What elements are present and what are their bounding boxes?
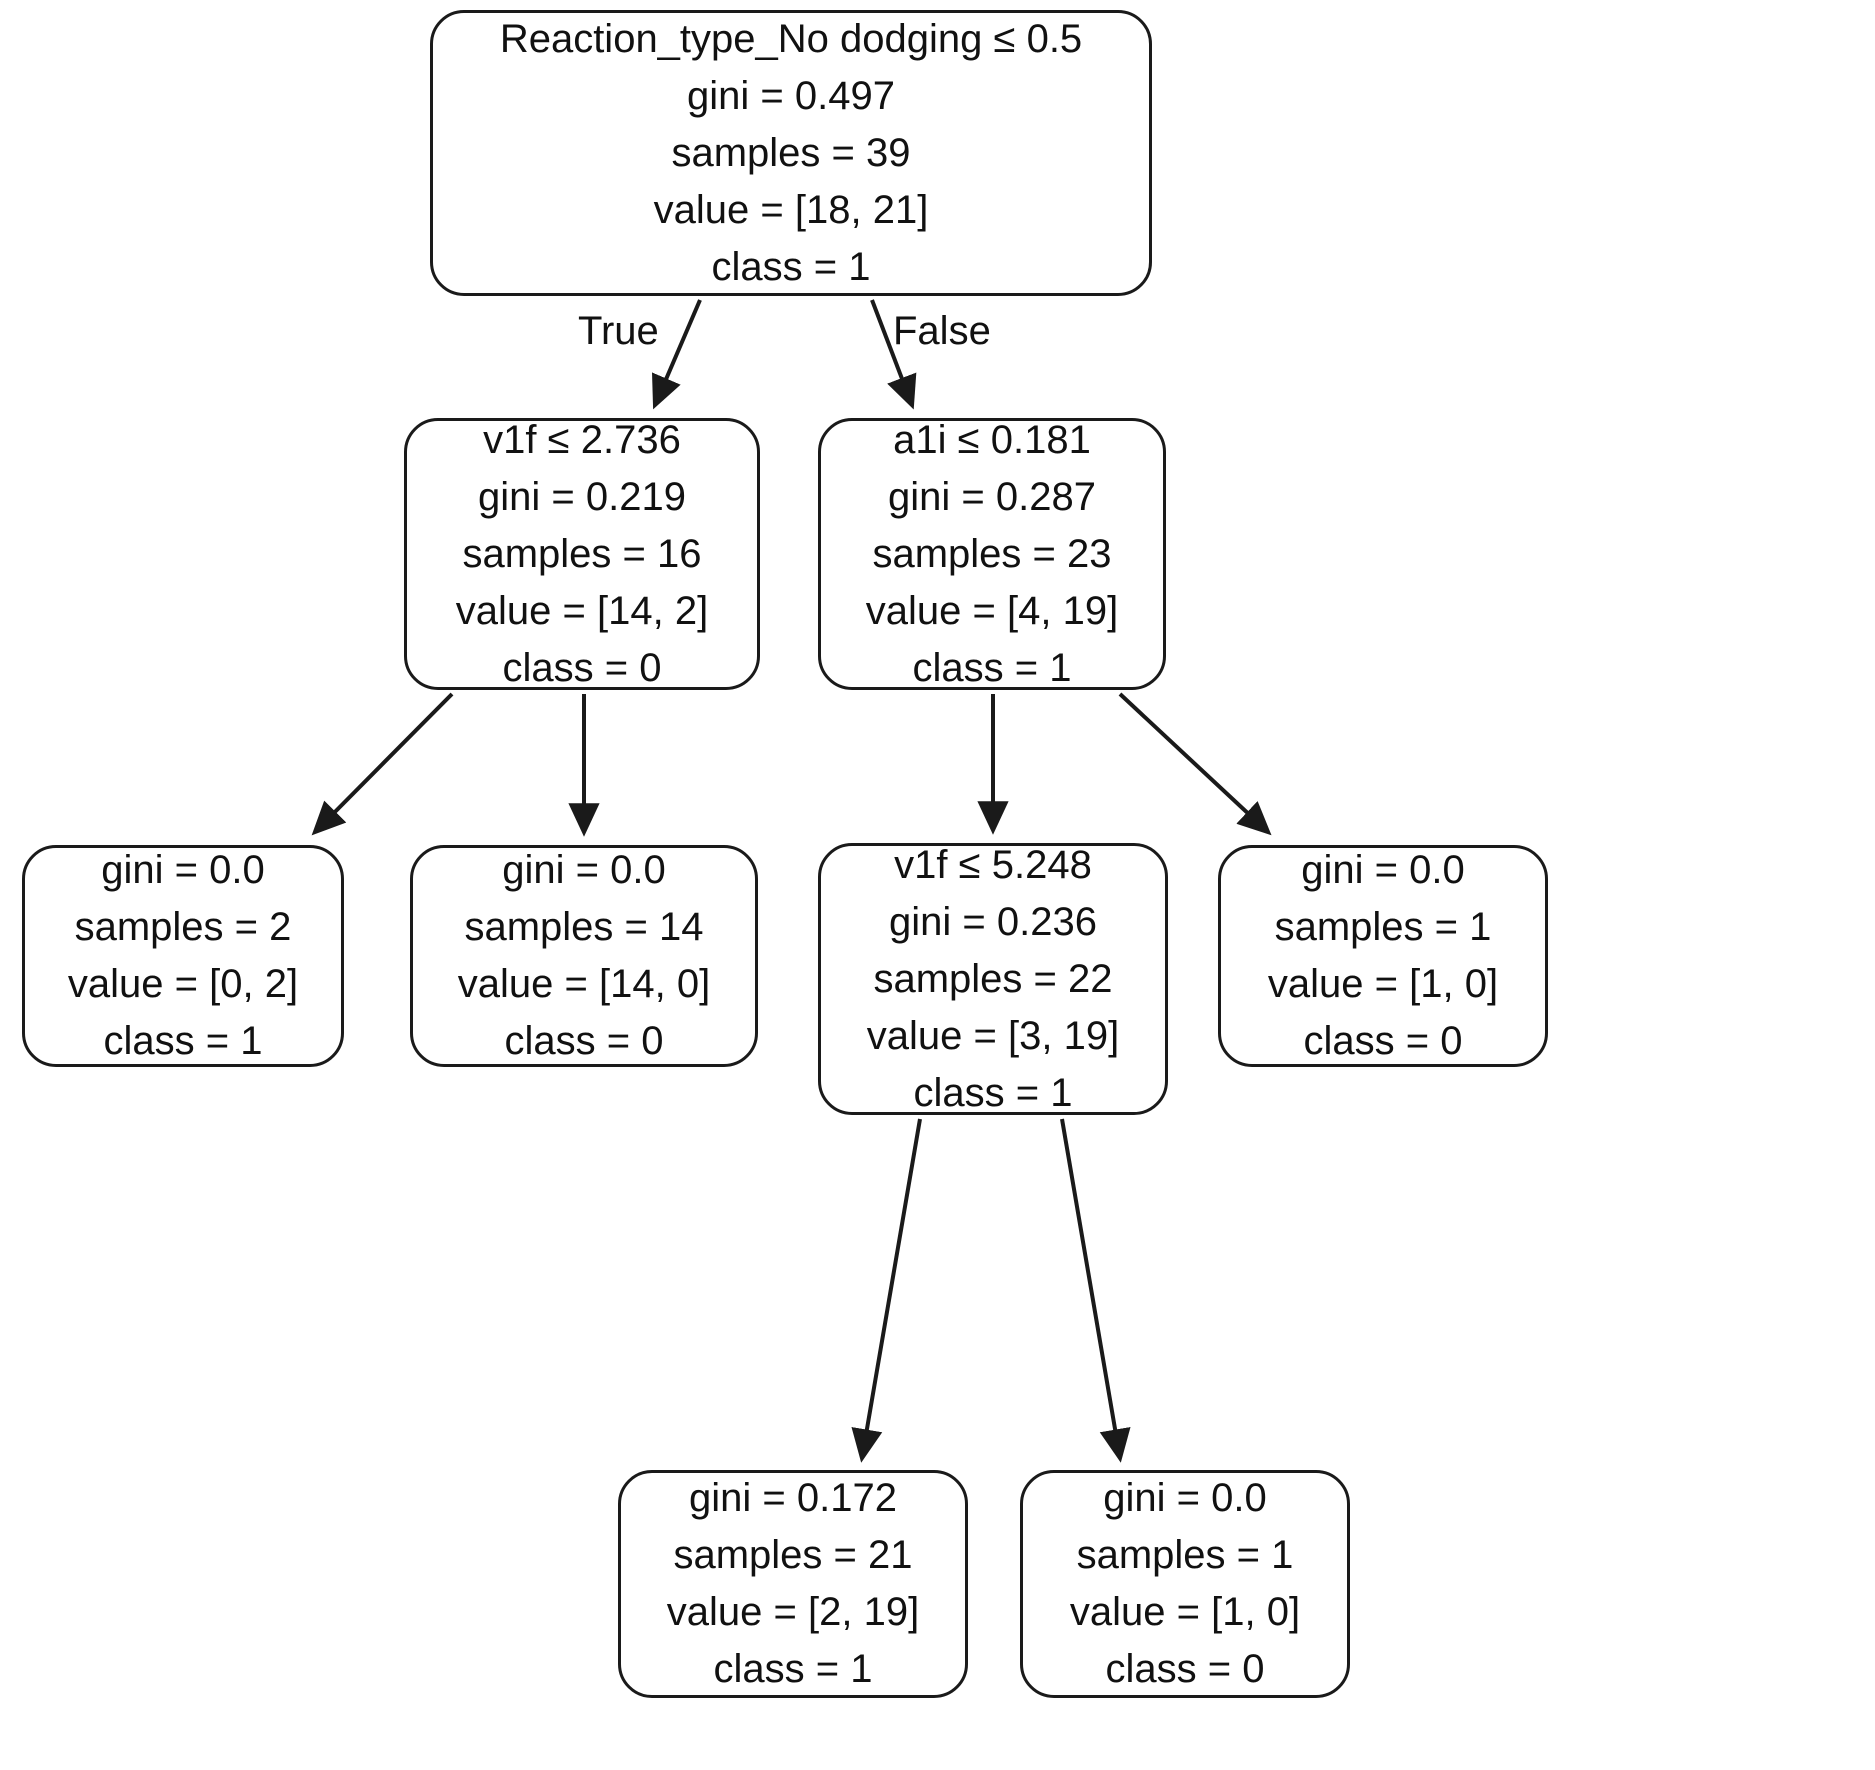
node-n4-line-1: samples = 14 bbox=[464, 905, 704, 949]
node-n3-line-2: value = [0, 2] bbox=[67, 962, 299, 1006]
tree-leaf-samples-1-bottom[interactable]: gini = 0.0 samples = 1 value = [1, 0] cl… bbox=[1020, 1470, 1350, 1698]
edge-root-to-right bbox=[870, 299, 917, 410]
node-n4-line-0: gini = 0.0 bbox=[502, 848, 666, 892]
edge-n2-to-right bbox=[1118, 692, 1272, 836]
node-n3-line-0: gini = 0.0 bbox=[101, 848, 265, 892]
tree-node-v1f-2736[interactable]: v1f ≤ 2.736 gini = 0.219 samples = 16 va… bbox=[404, 418, 760, 690]
node-n6-line-3: class = 0 bbox=[1303, 1019, 1463, 1063]
node-n6-line-0: gini = 0.0 bbox=[1301, 848, 1465, 892]
node-n2-line-4: class = 1 bbox=[912, 645, 1072, 690]
node-n5-line-4: class = 1 bbox=[913, 1070, 1073, 1115]
node-n2-line-1: gini = 0.287 bbox=[888, 474, 1096, 519]
node-n7-line-3: class = 1 bbox=[713, 1647, 873, 1691]
tree-leaf-samples-21[interactable]: gini = 0.172 samples = 21 value = [2, 19… bbox=[618, 1470, 968, 1698]
node-n7-line-1: samples = 21 bbox=[673, 1533, 913, 1577]
node-n5-line-1: gini = 0.236 bbox=[889, 899, 1097, 944]
node-root-line-3: value = [18, 21] bbox=[653, 187, 929, 232]
node-n1-line-4: class = 0 bbox=[502, 645, 662, 690]
tree-leaf-samples-2[interactable]: gini = 0.0 samples = 2 value = [0, 2] cl… bbox=[22, 845, 344, 1067]
edge-label-false: False bbox=[893, 309, 991, 353]
node-root-line-2: samples = 39 bbox=[671, 130, 911, 175]
edge-n5-to-right bbox=[1060, 1118, 1131, 1463]
node-root-line-1: gini = 0.497 bbox=[687, 73, 895, 118]
node-n6-line-1: samples = 1 bbox=[1274, 905, 1492, 949]
edge-n5-to-left bbox=[851, 1118, 922, 1463]
node-n8-line-1: samples = 1 bbox=[1076, 1533, 1294, 1577]
node-n2-line-0: a1i ≤ 0.181 bbox=[893, 417, 1091, 462]
node-n5-line-2: samples = 22 bbox=[873, 956, 1113, 1001]
node-n8-line-2: value = [1, 0] bbox=[1069, 1590, 1301, 1634]
node-n1-line-3: value = [14, 2] bbox=[455, 588, 709, 633]
node-n7-line-2: value = [2, 19] bbox=[666, 1590, 920, 1634]
edge-label-true: True bbox=[578, 309, 659, 353]
tree-leaf-samples-14[interactable]: gini = 0.0 samples = 14 value = [14, 0] … bbox=[410, 845, 758, 1067]
tree-node-a1i-0181[interactable]: a1i ≤ 0.181 gini = 0.287 samples = 23 va… bbox=[818, 418, 1166, 690]
tree-node-root[interactable]: Reaction_type_No dodging ≤ 0.5 gini = 0.… bbox=[430, 10, 1152, 296]
tree-leaf-samples-1-right[interactable]: gini = 0.0 samples = 1 value = [1, 0] cl… bbox=[1218, 845, 1548, 1067]
node-n4-line-2: value = [14, 0] bbox=[457, 962, 711, 1006]
node-n8-line-0: gini = 0.0 bbox=[1103, 1476, 1267, 1520]
node-n1-line-2: samples = 16 bbox=[462, 531, 702, 576]
node-n3-line-3: class = 1 bbox=[103, 1019, 263, 1063]
tree-node-v1f-5248[interactable]: v1f ≤ 5.248 gini = 0.236 samples = 22 va… bbox=[818, 843, 1168, 1115]
node-n1-line-0: v1f ≤ 2.736 bbox=[483, 417, 681, 462]
node-n3-line-1: samples = 2 bbox=[74, 905, 292, 949]
node-n4-line-3: class = 0 bbox=[504, 1019, 664, 1063]
node-n2-line-3: value = [4, 19] bbox=[865, 588, 1119, 633]
node-n7-line-0: gini = 0.172 bbox=[689, 1476, 897, 1520]
node-n8-line-3: class = 0 bbox=[1105, 1647, 1265, 1691]
node-n1-line-1: gini = 0.219 bbox=[478, 474, 686, 519]
node-n5-line-0: v1f ≤ 5.248 bbox=[894, 842, 1092, 887]
node-n5-line-3: value = [3, 19] bbox=[866, 1013, 1120, 1058]
node-n6-line-2: value = [1, 0] bbox=[1267, 962, 1499, 1006]
edge-root-to-left bbox=[652, 299, 702, 410]
node-root-line-0: Reaction_type_No dodging ≤ 0.5 bbox=[499, 16, 1083, 61]
edge-n1-to-left bbox=[311, 692, 454, 836]
node-n2-line-2: samples = 23 bbox=[872, 531, 1112, 576]
node-root-line-4: class = 1 bbox=[711, 244, 871, 289]
